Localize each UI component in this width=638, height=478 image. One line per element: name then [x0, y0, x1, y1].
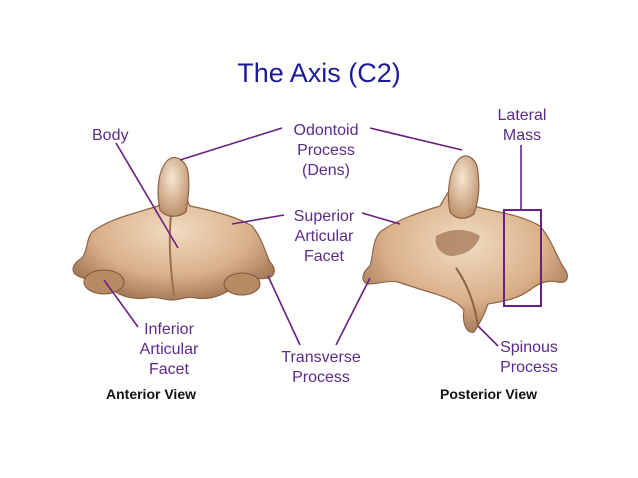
label-spinous-line1: Spinous — [500, 339, 558, 356]
label-spinous-process: Spinous Process — [494, 338, 564, 378]
label-superior-articular-facet: Superior Articular Facet — [286, 207, 362, 267]
posterior-foramen — [435, 230, 480, 256]
label-inferior-articular-facet: Inferior Articular Facet — [132, 320, 206, 380]
leader-lines — [103, 127, 522, 347]
anterior-dens-shape — [157, 157, 190, 217]
label-inferior-line1: Inferior — [144, 321, 194, 338]
diagram-title: The Axis (C2) — [237, 58, 401, 88]
view-label-anterior: Anterior View — [106, 386, 196, 402]
label-inferior-line3: Facet — [148, 361, 189, 378]
lateral-mass-box — [503, 209, 542, 307]
leader-odontoid-left — [179, 127, 283, 161]
leader-body — [115, 142, 179, 249]
label-lateral-line2: Mass — [502, 127, 542, 144]
view-label-posterior: Posterior View — [440, 386, 538, 402]
posterior-dens-shape — [447, 155, 480, 219]
leader-odontoid-right — [369, 127, 463, 151]
label-superior-line3: Facet — [303, 248, 344, 265]
label-odontoid-line1: Odontoid — [293, 122, 359, 139]
label-body: Body — [92, 127, 129, 144]
posterior-spinous-process — [455, 267, 479, 327]
label-superior-line2: Articular — [294, 228, 354, 245]
label-transverse-process: Transverse Process — [276, 348, 366, 388]
label-odontoid-line2: Process — [297, 142, 355, 159]
anterior-view-bone — [72, 157, 275, 301]
leader-transverse-right — [335, 277, 371, 346]
label-inferior-line2: Articular — [139, 341, 199, 358]
label-lateral-mass: Lateral Mass — [490, 106, 554, 146]
label-transverse-line1: Transverse — [281, 349, 361, 366]
anterior-inferior-facet-right — [223, 272, 261, 296]
leader-superior-right — [361, 212, 401, 225]
leader-spinous — [477, 325, 499, 347]
label-spinous-line2: Process — [500, 359, 558, 376]
label-odontoid-process: Odontoid Process (Dens) — [284, 121, 368, 181]
leader-transverse-left — [267, 275, 301, 346]
anterior-inferior-facet-left — [83, 269, 125, 295]
leader-inferior — [103, 279, 139, 328]
label-superior-line1: Superior — [293, 208, 355, 225]
label-odontoid-line3: (Dens) — [301, 162, 350, 179]
leader-superior-left — [231, 214, 285, 225]
posterior-view-bone — [362, 155, 568, 333]
label-lateral-line1: Lateral — [497, 107, 547, 124]
label-transverse-line2: Process — [292, 369, 350, 386]
